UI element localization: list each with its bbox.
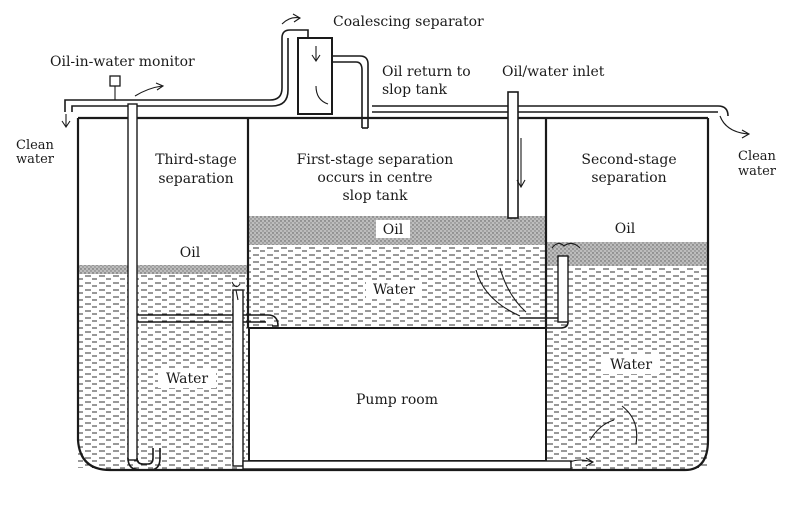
coalescer-flow-arrow	[311, 46, 321, 62]
inlet-pipe	[507, 91, 519, 219]
right-top-arrows	[551, 242, 581, 249]
right-tank-oil-layer	[547, 242, 708, 266]
pump-room-label: Pump room	[356, 392, 438, 408]
deck-pipe-left	[64, 38, 283, 112]
oil-return-pipe	[332, 55, 369, 128]
deck-pipe-left-inner	[71, 38, 289, 112]
bottom-right-arrow	[569, 457, 595, 467]
right-riser-pipe	[557, 255, 569, 323]
second-stage-label-1: Second-stage	[581, 152, 676, 168]
oil-return-pipe-inner	[332, 61, 363, 128]
right-transfer-pipe	[520, 321, 569, 329]
coalescer-inner-arrow	[315, 85, 329, 105]
water-left-label-bg	[158, 368, 216, 388]
water-right-label-bg	[602, 354, 660, 374]
water-center-label: Water	[373, 282, 415, 298]
left-discharge-bottom-bend	[127, 448, 161, 471]
oil-left-label: Oil	[180, 245, 201, 261]
right-swirl-arrow-2	[621, 405, 638, 445]
third-stage-label-2: separation	[158, 171, 233, 187]
clean-water-left-arrow	[61, 114, 71, 128]
left-discharge-bottom-bend-inner	[136, 448, 154, 465]
inlet-flow-arrow	[516, 138, 526, 189]
centre-flow-arrow-2	[499, 267, 527, 313]
first-stage-label-3: slop tank	[343, 188, 408, 204]
centre-flow-arrow-1	[475, 269, 521, 317]
clean-water-right-arrow	[719, 115, 751, 139]
monitor-flow-arrow	[134, 82, 165, 97]
clean-water-right-label-2: water	[738, 164, 777, 179]
water-left-label: Water	[166, 371, 208, 387]
third-stage-label-1: Third-stage	[155, 152, 237, 168]
coalescer-top-arrow	[281, 13, 302, 25]
water-center-label-bg	[366, 280, 422, 298]
water-right-label: Water	[610, 357, 652, 373]
coalescing-separator-label: Coalescing separator	[333, 14, 484, 30]
left-vent-arrows	[231, 281, 241, 301]
clean-water-right-label-1: Clean	[738, 149, 777, 164]
oil-water-inlet-label: Oil/water inlet	[502, 64, 605, 80]
oil-right-label: Oil	[615, 221, 636, 237]
left-tank-oil-layer	[78, 265, 248, 274]
coalescing-separator	[297, 37, 333, 115]
second-stage-label-2: separation	[591, 170, 666, 186]
oil-in-water-monitor-label: Oil-in-water monitor	[50, 54, 195, 70]
clean-water-left-label-1: Clean	[16, 138, 55, 153]
clean-water-left-label-2: water	[16, 152, 55, 167]
left-discharge-pipe	[127, 103, 138, 461]
monitor-box	[109, 75, 121, 87]
first-stage-label-2: occurs in centre	[317, 170, 432, 186]
hull-outline	[76, 118, 710, 472]
right-swirl-arrow-1	[589, 419, 615, 441]
oil-return-label-1: Oil return to	[382, 64, 471, 80]
vertical-connector-pipe	[232, 289, 244, 467]
left-transfer-pipe-end	[267, 314, 279, 327]
deck-pipe-right	[372, 105, 729, 117]
coalescer-inlet-pipe	[281, 29, 309, 39]
first-stage-label-1: First-stage separation	[297, 152, 454, 168]
oil-center-label-bg	[376, 220, 410, 238]
bottom-connector-pipe	[242, 460, 572, 470]
oil-return-label-2: slop tank	[382, 82, 447, 98]
oil-center-label: Oil	[383, 222, 404, 238]
